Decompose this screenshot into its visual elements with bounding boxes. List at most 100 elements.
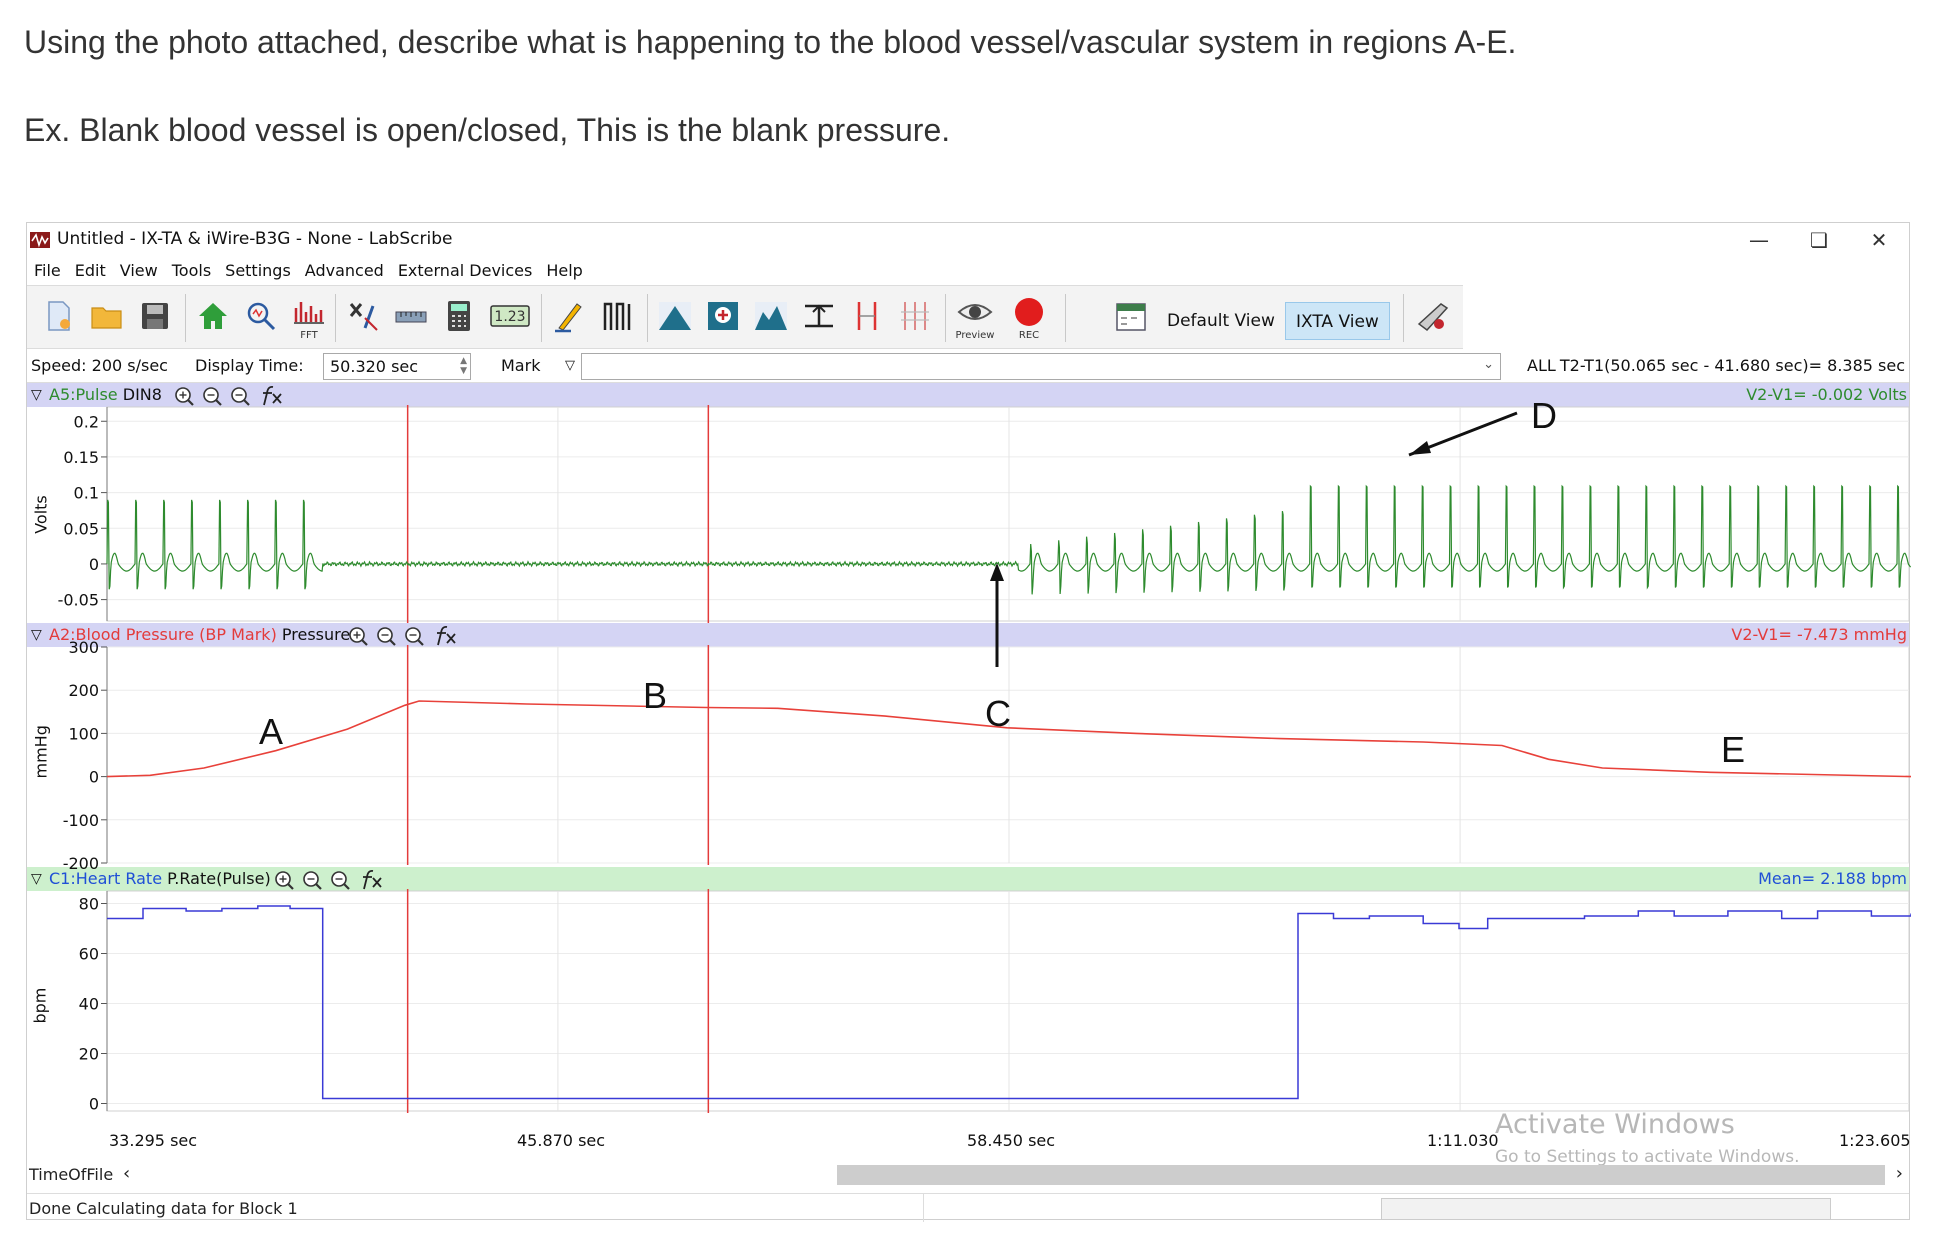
t2t1-readout: T2-T1(50.065 sec - 41.680 sec)= 8.385 se…	[1559, 356, 1905, 375]
toolbar: FFT 1.23	[27, 285, 1463, 349]
time-tick-label: 1:11.030	[1427, 1131, 1499, 1150]
preview-label: Preview	[955, 330, 995, 341]
zoom-icon[interactable]	[243, 298, 279, 334]
pen-icon[interactable]	[551, 298, 587, 334]
y-tick-label: -100	[63, 811, 99, 830]
preview-eye-icon[interactable]	[957, 294, 993, 330]
annotation-b: B	[643, 675, 668, 716]
mark-label: Mark	[501, 356, 541, 375]
mark-filter-icon[interactable]: ▽	[565, 358, 575, 373]
menu-item-settings[interactable]: Settings	[225, 261, 291, 280]
labscribe-window: Untitled - IX-TA & iWire-B3G - None - La…	[26, 222, 1911, 1222]
y-tick-label: 40	[79, 995, 99, 1014]
calendar-view-icon[interactable]	[1113, 298, 1149, 334]
pulse-sub-text: DIN8	[122, 385, 162, 404]
collapse-triangle-icon[interactable]: ▽	[31, 387, 42, 403]
annotation-c: C	[985, 693, 1011, 734]
menu-item-file[interactable]: File	[34, 261, 61, 280]
annotation-a: A	[259, 711, 284, 752]
menu-item-help[interactable]: Help	[546, 261, 583, 280]
peak-icon[interactable]	[657, 298, 693, 334]
arrow-c-head	[990, 563, 1004, 581]
ruler-icon[interactable]	[393, 298, 429, 334]
value-display-icon[interactable]	[489, 298, 531, 334]
menu-item-edit[interactable]: Edit	[74, 261, 106, 280]
cursor-pair-icon[interactable]	[849, 298, 885, 334]
new-file-icon[interactable]	[41, 298, 77, 334]
arrow-d-head	[1409, 441, 1431, 455]
plot-frame	[106, 890, 1910, 1112]
display-time-value: 50.320 sec	[330, 357, 419, 376]
ixta-view-button[interactable]: IXTA View	[1285, 302, 1390, 340]
chevron-down-icon[interactable]: ⌄	[1483, 357, 1494, 372]
spinner-icon[interactable]: ▲▼	[460, 356, 467, 376]
mountain-icon[interactable]	[753, 298, 789, 334]
minimize-button[interactable]: —	[1749, 228, 1769, 252]
window-title: Untitled - IX-TA & iWire-B3G - None - La…	[57, 229, 453, 249]
toolbar-separator	[185, 294, 186, 342]
toolbar-separator	[647, 294, 648, 342]
scroll-left-icon[interactable]: ‹	[123, 1163, 131, 1184]
scroll-right-icon[interactable]: ›	[1895, 1163, 1903, 1184]
y-tick-label: -200	[63, 854, 99, 873]
settings-tool-icon[interactable]	[1415, 298, 1451, 334]
pulse-channel-header[interactable]: ▽ A5:Pulse DIN8 V2-V1= -0.002 Volts	[27, 383, 1909, 407]
labscribe-app-icon	[30, 232, 50, 248]
toolbar-separator	[541, 294, 542, 342]
collapse-triangle-icon[interactable]: ▽	[31, 871, 42, 887]
mark-combo[interactable]: ⌄	[581, 353, 1501, 380]
menu-item-tools[interactable]: Tools	[171, 261, 212, 280]
y-tick-label: 300	[68, 638, 99, 657]
time-tick-label: 58.450 sec	[967, 1131, 1056, 1150]
restore-button[interactable]: ❏	[1810, 228, 1828, 252]
y-tick-label: 0	[89, 1095, 99, 1114]
menu-item-view[interactable]: View	[119, 261, 158, 280]
y-tick-label: 80	[79, 895, 99, 914]
time-scrollbar-thumb[interactable]	[837, 1165, 1885, 1185]
toolbar-separator	[335, 294, 336, 342]
close-button[interactable]: ✕	[1870, 228, 1888, 252]
multi-cursor-icon[interactable]	[897, 298, 933, 334]
record-icon[interactable]	[1011, 294, 1047, 330]
open-folder-icon[interactable]	[89, 298, 125, 334]
collapse-triangle-icon[interactable]: ▽	[31, 627, 42, 643]
all-label[interactable]: ALL	[1527, 356, 1556, 375]
menu-item-external-devices[interactable]: External Devices	[397, 261, 533, 280]
settings-bar: Speed: 200 s/sec Display Time: 50.320 se…	[27, 349, 1909, 383]
bp-name-text: A2:Blood Pressure (BP Mark)	[49, 625, 277, 644]
toolbar-separator	[945, 294, 946, 342]
plot-frame	[106, 646, 1910, 864]
hr-name-text: C1:Heart Rate	[49, 869, 163, 888]
y-tick-label: 100	[68, 724, 99, 743]
time-scroll-row: TimeOfFile ‹ ›	[27, 1161, 1909, 1189]
pulse-name-text: A5:Pulse	[49, 385, 118, 404]
y-tick-label: 0	[89, 768, 99, 787]
toolbar-separator	[1403, 294, 1404, 342]
y-tick-label: 0.05	[63, 519, 99, 538]
save-icon[interactable]	[137, 298, 173, 334]
xy-icon[interactable]	[345, 298, 381, 334]
bp-trace	[106, 700, 1911, 778]
bp-sub-text: Pressure	[281, 625, 351, 644]
title-bar: Untitled - IX-TA & iWire-B3G - None - La…	[27, 223, 1909, 257]
default-view-button[interactable]: Default View	[1167, 311, 1275, 331]
display-time-input[interactable]: 50.320 sec ▲▼	[323, 353, 471, 380]
example-text: Ex. Blank blood vessel is open/closed, T…	[24, 112, 951, 148]
marks-icon[interactable]	[599, 298, 635, 334]
align-icon[interactable]	[801, 298, 837, 334]
home-icon[interactable]	[195, 298, 231, 334]
bp-channel-header[interactable]: ▽ A2:Blood Pressure (BP Mark) Pressure V…	[27, 623, 1909, 647]
menu-item-advanced[interactable]: Advanced	[304, 261, 384, 280]
timeoffile-label: TimeOfFile	[29, 1165, 114, 1184]
progress-bar	[1381, 1198, 1831, 1220]
fft-icon[interactable]	[291, 298, 327, 334]
pulse-trace	[106, 484, 1911, 595]
hr-readout: Mean= 2.188 bpm	[1758, 869, 1907, 888]
y-tick-label: -0.05	[58, 591, 99, 610]
zoom-plus-icon[interactable]	[705, 298, 741, 334]
watermark-title: Activate Windows	[1495, 1109, 1735, 1140]
recording-plots[interactable]: 0.20.150.10.050-0.053002001000-100-20080…	[27, 223, 1911, 1183]
hr-channel-name: C1:Heart Rate P.Rate(Pulse)	[49, 867, 271, 891]
pulse-channel-name: A5:Pulse DIN8	[49, 383, 162, 407]
calculator-icon[interactable]	[441, 298, 477, 334]
